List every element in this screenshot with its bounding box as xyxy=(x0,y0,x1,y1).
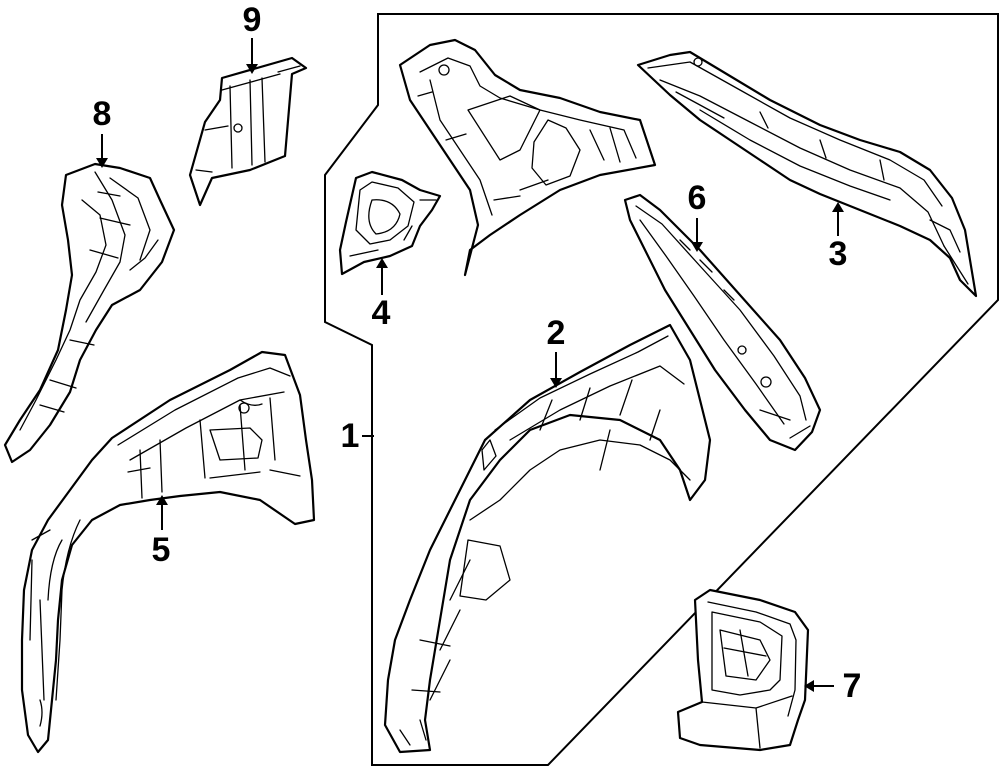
part-7-bracket[interactable] xyxy=(676,588,810,752)
callout-5[interactable]: 5 xyxy=(152,531,171,569)
callout-1[interactable]: 1 xyxy=(341,417,360,455)
part-2-wheelhouse-outer[interactable] xyxy=(383,323,712,754)
callout-4[interactable]: 4 xyxy=(372,294,391,332)
part-4-bracket[interactable] xyxy=(338,170,442,276)
leaders xyxy=(96,38,844,692)
callouts: 1 2 3 4 5 6 7 8 9 xyxy=(93,1,862,705)
callout-2[interactable]: 2 xyxy=(547,314,566,352)
callout-8[interactable]: 8 xyxy=(93,95,112,133)
part-8-inner-panel[interactable] xyxy=(3,162,176,464)
quarter-inner-upper-panel[interactable] xyxy=(398,38,657,277)
callout-7[interactable]: 7 xyxy=(843,667,862,705)
callout-3[interactable]: 3 xyxy=(829,235,848,273)
part-9-bracket[interactable] xyxy=(188,56,308,207)
callout-9[interactable]: 9 xyxy=(243,1,262,39)
part-3-rail[interactable] xyxy=(636,50,978,298)
part-5-wheelhouse-inner[interactable] xyxy=(20,350,316,754)
assembly-frame xyxy=(324,13,999,766)
callout-6[interactable]: 6 xyxy=(688,179,707,217)
